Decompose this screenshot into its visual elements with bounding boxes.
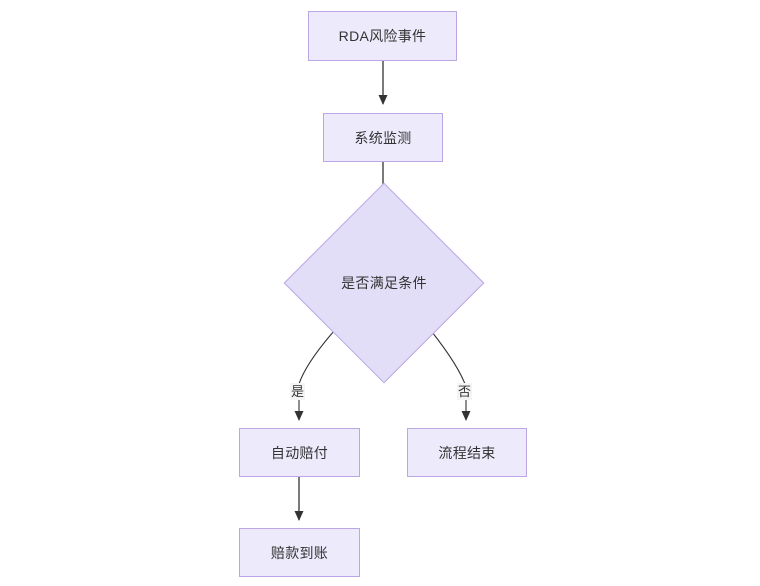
node-rda-risk-event[interactable]: RDA风险事件 bbox=[308, 11, 457, 61]
node-process-end[interactable]: 流程结束 bbox=[407, 428, 527, 477]
node-label-process-end: 流程结束 bbox=[438, 444, 496, 461]
node-label-payment-received: 赔款到账 bbox=[270, 544, 329, 561]
node-label-condition-decision: 是否满足条件 bbox=[341, 275, 427, 291]
node-label-system-monitoring: 系统监测 bbox=[354, 129, 412, 146]
node-system-monitoring[interactable]: 系统监测 bbox=[323, 113, 443, 162]
node-condition-decision[interactable]: 是否满足条件 bbox=[283, 182, 485, 384]
edge-label-no: 否 bbox=[457, 383, 473, 400]
node-label-auto-payout: 自动赔付 bbox=[270, 444, 329, 461]
node-auto-payout[interactable]: 自动赔付 bbox=[239, 428, 360, 477]
node-label-rda-risk-event: RDA风险事件 bbox=[338, 28, 427, 44]
diamond-text-wrapper: 是否满足条件 bbox=[313, 212, 455, 354]
edge-label-yes: 是 bbox=[290, 383, 306, 400]
node-payment-received[interactable]: 赔款到账 bbox=[239, 528, 360, 577]
